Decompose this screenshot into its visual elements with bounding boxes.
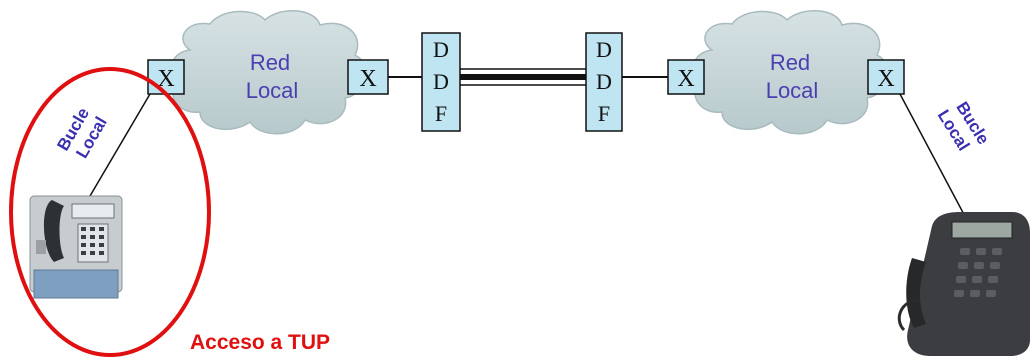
tup-access-caption: Acceso a TUP [190,331,330,354]
desk-phone-icon [897,212,1030,356]
ddf-left-letter-2: D [433,69,449,94]
ddf-right-letter-2: D [596,69,612,94]
right-local-loop-label: Bucle Local [934,98,993,154]
left-local-loop-label: Bucle Local [53,104,110,161]
switch-right-network-right-label: X [877,66,894,92]
switch-left-network-left: X [147,59,185,95]
payphone-icon [29,195,123,299]
left-local-loop-line [89,93,151,197]
tup-highlight-ellipse [9,67,211,357]
ddf-right-letter-3: F [598,101,610,126]
ddf-left-letter-1: D [433,37,449,62]
right-cloud-label-line2: Local [766,78,819,103]
left-cloud-label-line2: Local [246,78,299,103]
ddf-left-letter-3: F [435,101,447,126]
left-local-network-cloud: Red Local [171,9,367,135]
ddf-left: D D F [421,32,461,132]
switch-right-network-right: X [867,59,905,95]
switch-right-network-left: X [667,59,705,95]
switch-left-network-left-label: X [157,66,174,92]
right-local-network-cloud: Red Local [693,9,889,135]
switch-left-network-right: X [347,59,389,95]
ddf-right-letter-1: D [596,37,612,62]
right-cloud-label-line1: Red [770,50,810,75]
ddf-right: D D F [585,32,623,132]
left-cloud-label-line1: Red [250,50,290,75]
switch-right-network-left-label: X [677,66,694,92]
right-local-loop-line [899,93,969,223]
switch-left-network-right-label: X [359,66,376,92]
